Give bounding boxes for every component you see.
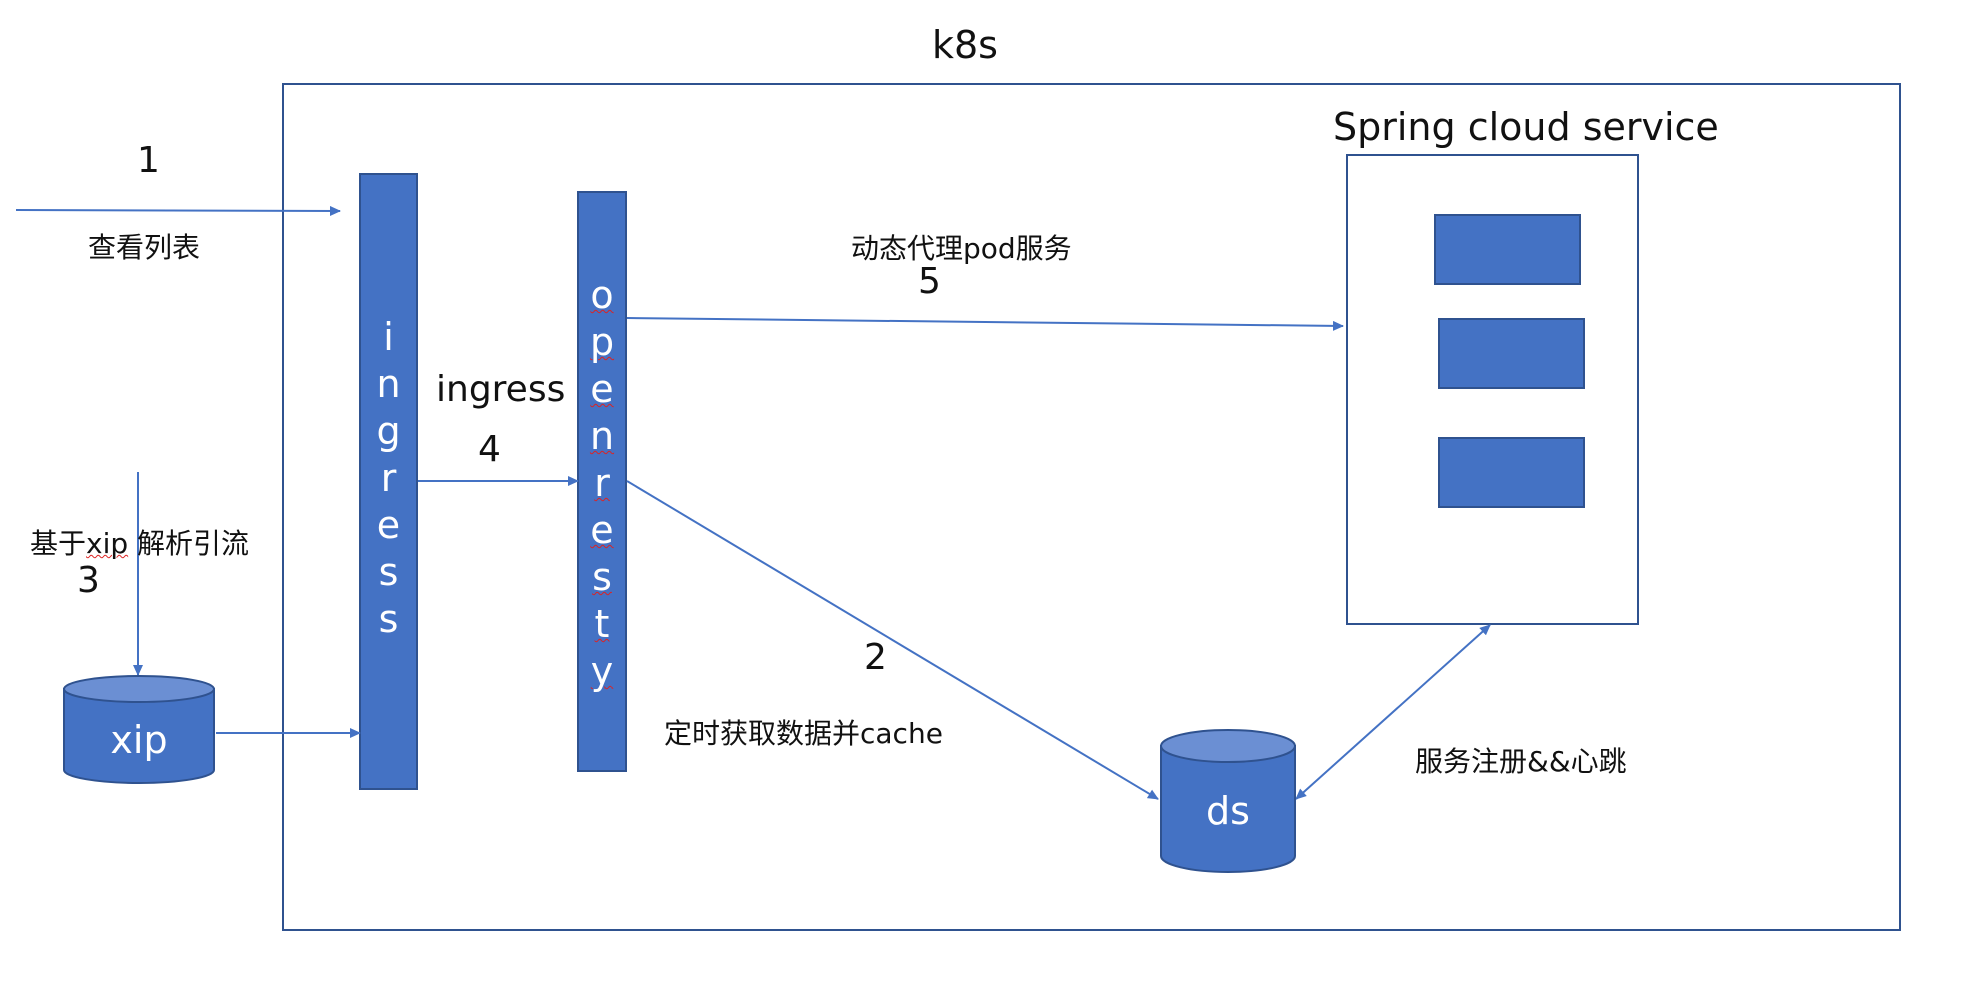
vertical-letter: s <box>378 550 399 594</box>
vertical-letter: r <box>594 461 610 505</box>
service-pod-1 <box>1434 214 1581 285</box>
step2-number: 2 <box>864 637 887 678</box>
ds-label: ds <box>1206 789 1250 833</box>
xip-label: xip <box>110 718 168 762</box>
ingress-bar <box>359 173 418 790</box>
vertical-letter: p <box>589 320 615 364</box>
step5-text: 动态代理pod服务 <box>851 232 1072 265</box>
vertical-letter: t <box>594 602 610 646</box>
step1-text: 查看列表 <box>88 231 201 264</box>
step3-number: 3 <box>77 560 100 601</box>
ds-cylinder <box>1160 729 1296 873</box>
xip-cylinder <box>63 675 215 784</box>
step2-text: 定时获取数据并cache <box>664 717 943 750</box>
vertical-letter: s <box>592 555 612 599</box>
openresty-bar <box>577 191 627 772</box>
vertical-letter: e <box>376 503 401 547</box>
arrow-step2 <box>626 480 1159 800</box>
vertical-letter: i <box>383 315 394 359</box>
step1-number: 1 <box>137 140 160 181</box>
vertical-letter: s <box>378 597 399 641</box>
vertical-letter: r <box>380 456 397 500</box>
step3-text-prefix: 基于 <box>30 527 87 560</box>
vertical-letter: e <box>590 367 614 411</box>
vertical-letter: o <box>590 273 614 317</box>
step4-number: 4 <box>478 429 501 470</box>
arrow-step1 <box>15 205 341 216</box>
heartbeat-text: 服务注册&&心跳 <box>1415 745 1627 778</box>
step3-text-suffix: 解析引流 <box>128 527 250 560</box>
vertical-letter: g <box>376 409 401 453</box>
step5-number: 5 <box>918 261 941 302</box>
step3-text-xip: xip <box>86 527 129 560</box>
vertical-letter: n <box>376 362 401 406</box>
k8s-label: k8s <box>932 23 998 67</box>
vertical-letter: n <box>589 414 615 458</box>
service-pod-2 <box>1438 318 1585 389</box>
arrow-heartbeat <box>1295 624 1491 800</box>
vertical-letter: e <box>590 508 614 552</box>
ingress-edge-label: ingress <box>436 369 566 410</box>
arrow-step5 <box>626 317 1344 331</box>
vertical-letter: y <box>590 649 614 693</box>
step3-text: 基于xip 解析引流 <box>30 530 249 558</box>
spring-cloud-service-label: Spring cloud service <box>1333 105 1719 149</box>
service-pod-3 <box>1438 437 1585 508</box>
